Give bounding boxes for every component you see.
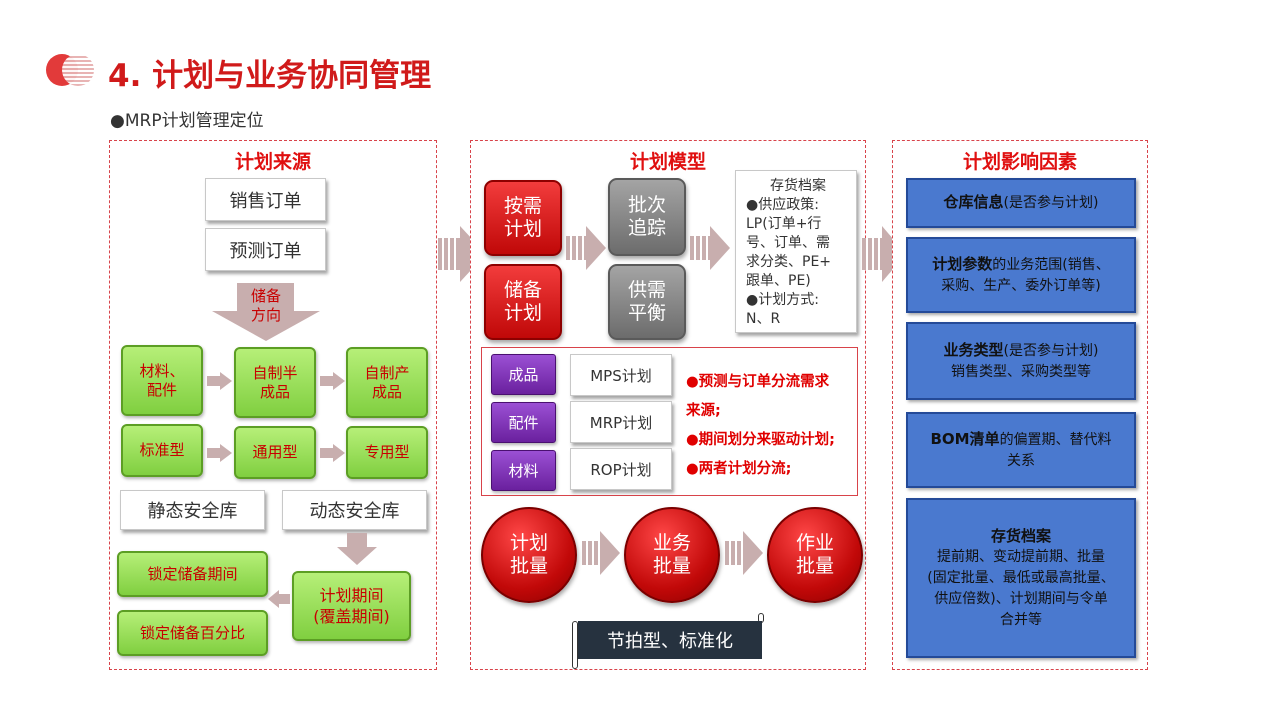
- reserve-line2: 计划: [503, 302, 542, 324]
- inventory-line: 跟单、PE): [746, 273, 811, 289]
- plan-model-title: 计划模型: [629, 151, 706, 173]
- plan-source-title: 计划来源: [234, 151, 311, 173]
- rop-plan-box: ROP计划: [570, 448, 672, 490]
- plan-notes: ●预测与订单分流需求 来源; ●期间划分来驱动计划; ●两者计划分流;: [686, 368, 854, 484]
- inventory-line: N、R: [746, 311, 781, 327]
- sales-order-box: 销售订单: [205, 178, 326, 221]
- inventory-line: LP(订单+行: [746, 216, 822, 232]
- reserve-line1: 储备: [503, 279, 542, 301]
- inventory-title: 存货档案: [770, 178, 826, 194]
- supply-balance-line1: 供需: [627, 279, 666, 301]
- materials-tag: 材料: [491, 450, 556, 491]
- arrow-label-reserve: 储备: [250, 287, 281, 305]
- factor-bold: 业务类型: [943, 340, 1004, 359]
- supply-balance-box: 供需平衡: [608, 264, 686, 340]
- scroll-banner-label: 节拍型、标准化: [578, 621, 762, 659]
- bom-list-box: BOM清单的偏置期、替代料 关系: [906, 412, 1136, 488]
- cover-period-label: (覆盖期间): [313, 607, 390, 626]
- factor-text: (是否参与计划): [1003, 342, 1099, 359]
- circle-line1: 业务: [652, 532, 691, 554]
- brand-logo-icon: [46, 54, 94, 86]
- batch-trace-box: 批次追踪: [608, 178, 686, 256]
- standard-type-box: 标准型: [121, 424, 203, 477]
- finished-product-box: 自制产成品: [346, 347, 428, 418]
- factor-text: 销售类型、采购类型等: [951, 363, 1091, 380]
- warehouse-info-box: 仓库信息(是否参与计划): [906, 178, 1136, 228]
- lock-reserve-period-box: 锁定储备期间: [117, 551, 268, 597]
- plan-params-box: 计划参数的业务范围(销售、 采购、生产、委外订单等): [906, 237, 1136, 313]
- note-line: ●期间划分来驱动计划;: [686, 432, 835, 448]
- on-demand-line2: 计划: [503, 218, 542, 240]
- plan-type-group: [481, 347, 858, 496]
- reserve-direction-arrow: 储备 方向: [212, 283, 320, 343]
- forecast-order-box: 预测订单: [205, 228, 326, 271]
- circle-line2: 批量: [795, 555, 834, 577]
- factor-bold: 存货档案: [990, 526, 1051, 545]
- inventory-line: 号、订单、需: [746, 235, 830, 251]
- inventory-factor-box: 存货档案 提前期、变动提前期、批量 (固定批量、最低或最高批量、 供应倍数)、计…: [906, 498, 1136, 658]
- inventory-line: 求分类、PE+: [746, 254, 832, 270]
- factor-text: 的偏置期、替代料: [999, 431, 1112, 448]
- factor-text: 的业务范围(销售、: [992, 256, 1110, 273]
- plan-batch-circle: 计划批量: [481, 507, 577, 603]
- note-line: 来源;: [686, 403, 721, 419]
- batch-trace-line2: 追踪: [627, 217, 666, 239]
- circle-line2: 批量: [509, 555, 548, 577]
- finished-goods-tag: 成品: [491, 354, 556, 395]
- factor-text: (是否参与计划): [1003, 195, 1099, 211]
- page-subtitle: ●MRP计划管理定位: [110, 111, 264, 131]
- on-demand-plan-box: 按需计划: [484, 180, 562, 256]
- note-line: ●预测与订单分流需求: [686, 374, 830, 390]
- scroll-banner: 节拍型、标准化: [572, 613, 764, 669]
- business-type-box: 业务类型(是否参与计划) 销售类型、采购类型等: [906, 322, 1136, 400]
- factor-text: 采购、生产、委外订单等): [941, 277, 1101, 294]
- mrp-plan-box: MRP计划: [570, 401, 672, 443]
- material-parts-box: 材料、配件: [121, 345, 203, 416]
- factor-text: 合并等: [1000, 611, 1042, 628]
- inventory-archive-box: 存货档案 ●供应政策: LP(订单+行 号、订单、需 求分类、PE+ 跟单、PE…: [735, 170, 857, 333]
- batch-trace-line1: 批次: [627, 194, 666, 216]
- plan-factors-title: 计划影响因素: [962, 151, 1077, 173]
- dynamic-safety-stock-box: 动态安全库: [282, 490, 427, 530]
- operation-batch-circle: 作业批量: [767, 507, 863, 603]
- factor-text: 供应倍数)、计划期间与令单: [934, 590, 1108, 607]
- factor-text: 提前期、变动提前期、批量: [937, 548, 1105, 565]
- factor-text: 关系: [1007, 452, 1035, 469]
- semi-finished-box: 自制半成品: [234, 347, 316, 418]
- on-demand-line1: 按需: [503, 195, 542, 217]
- inventory-line: ●供应政策:: [746, 197, 819, 213]
- reserve-plan-box: 储备计划: [484, 264, 562, 340]
- plan-period-box: 计划期间 (覆盖期间): [292, 571, 411, 641]
- factor-bold: BOM清单: [930, 429, 1000, 448]
- factor-bold: 仓库信息: [943, 193, 1004, 211]
- general-type-box: 通用型: [234, 426, 316, 479]
- factor-text: (固定批量、最低或最高批量、: [927, 569, 1115, 586]
- static-safety-stock-box: 静态安全库: [120, 490, 265, 530]
- mps-plan-box: MPS计划: [570, 354, 672, 396]
- circle-line2: 批量: [652, 555, 691, 577]
- plan-period-label: 计划期间: [319, 586, 384, 605]
- circle-line1: 计划: [509, 532, 548, 554]
- parts-tag: 配件: [491, 402, 556, 443]
- circle-line1: 作业: [795, 532, 834, 554]
- inventory-line: ●计划方式:: [746, 292, 819, 308]
- arrow-label-direction: 方向: [250, 306, 281, 324]
- supply-balance-line2: 平衡: [627, 302, 666, 324]
- business-batch-circle: 业务批量: [624, 507, 720, 603]
- dedicated-type-box: 专用型: [346, 426, 428, 479]
- page-title: 4. 计划与业务协同管理: [108, 58, 432, 94]
- note-line: ●两者计划分流;: [686, 461, 792, 477]
- lock-reserve-percent-box: 锁定储备百分比: [117, 610, 268, 656]
- factor-bold: 计划参数: [932, 254, 993, 273]
